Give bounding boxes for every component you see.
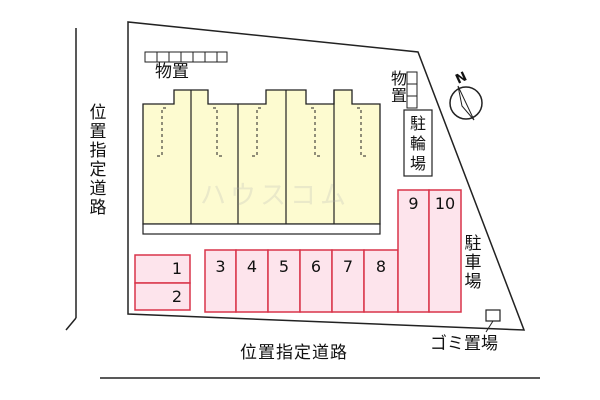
building <box>142 89 381 235</box>
parking-number-7: 7 <box>342 257 354 276</box>
parking-number-9: 9 <box>408 194 419 213</box>
car-parking-label: 駐車場 <box>464 234 482 292</box>
parking-spaces <box>134 189 462 313</box>
storage-right-label: 物置 <box>390 69 407 105</box>
parking-space-10 <box>428 189 462 313</box>
parking-space-5 <box>267 249 301 313</box>
parking-space-8 <box>363 249 399 313</box>
garbage-box <box>485 309 501 322</box>
parking-space-2 <box>134 282 191 311</box>
parking-number-10: 10 <box>434 194 456 213</box>
road-left-line-tick <box>65 317 77 331</box>
garbage-label: ゴミ置場 <box>430 334 498 354</box>
parking-number-8: 8 <box>375 257 387 276</box>
road-left-label: 位置指定道路 <box>89 103 107 218</box>
parking-number-5: 5 <box>278 257 290 276</box>
watermark: ハウスコム <box>200 181 351 211</box>
parking-number-4: 4 <box>246 257 258 276</box>
bicycle-parking-label: 駐輪場 <box>409 114 426 173</box>
road-bottom-label: 位置指定道路 <box>240 343 348 363</box>
storage-top-shed <box>144 51 228 63</box>
garbage-leader-line <box>485 320 494 333</box>
parking-space-1 <box>134 254 191 284</box>
storage-right-shed <box>406 71 418 109</box>
parking-number-6: 6 <box>310 257 322 276</box>
parking-number-3: 3 <box>215 257 226 276</box>
bicycle-parking-area <box>403 109 433 177</box>
parking-space-7 <box>331 249 365 313</box>
north-arrow-icon <box>449 85 483 121</box>
storage-top-label: 物置 <box>155 62 189 82</box>
parking-number-2: 2 <box>171 287 183 306</box>
parking-number-1: 1 <box>171 259 183 278</box>
parking-space-3 <box>204 249 237 313</box>
